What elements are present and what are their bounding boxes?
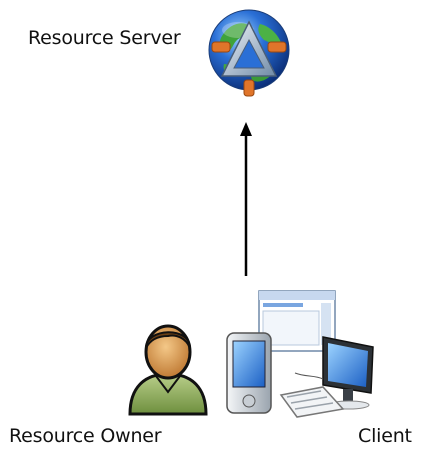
resource-owner-label: Resource Owner (9, 425, 162, 447)
keyboard-icon (279, 386, 345, 418)
browser-window-icon (258, 290, 336, 352)
pda-icon (226, 332, 272, 414)
resource-server-label: Resource Server (28, 27, 181, 49)
client-label: Client (358, 425, 412, 447)
client-to-server-arrow (240, 122, 252, 276)
globe-server-icon (208, 9, 290, 97)
monitor-icon (322, 336, 374, 410)
person-icon (128, 324, 208, 416)
devices-icon (226, 290, 374, 418)
